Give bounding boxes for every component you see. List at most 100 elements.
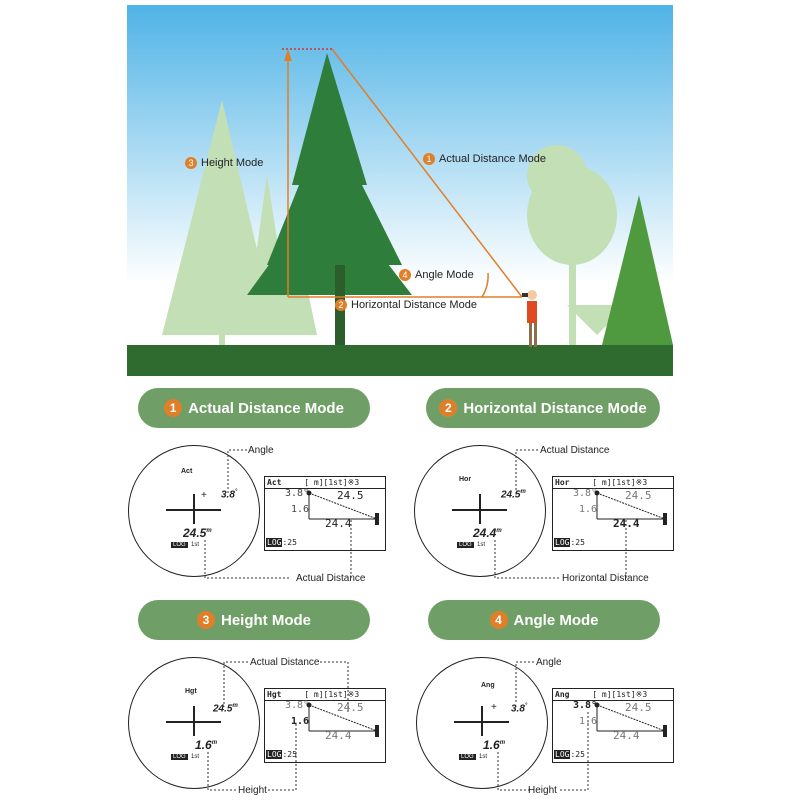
mode-pill-height: 3 Height Mode <box>138 600 370 640</box>
callout-lines <box>204 449 352 579</box>
scope-view: Hgt 24.5m 1.6m LOG 1st <box>128 657 260 789</box>
rangefinder-scene: 1 Actual Distance Mode 2 Horizontal Dist… <box>127 5 673 376</box>
lcd-screen: Act [ m][1st]※3 3.8° 24.5 1.6 24.4 LOG:2… <box>264 476 386 551</box>
pill-title: Angle Mode <box>513 611 599 629</box>
scope-count: 1st <box>479 754 488 760</box>
lcd-header: Hor [ m][1st]※3 <box>553 477 673 489</box>
scope-bottom-reading: 24.4m <box>473 526 502 540</box>
scene-illustration <box>127 5 673 376</box>
scope-count: 1st <box>477 542 486 548</box>
mode-pill-angle: 4 Angle Mode <box>428 600 660 640</box>
scope-bottom-reading: 1.6m <box>483 738 506 752</box>
pill-number-badge: 1 <box>164 399 183 417</box>
pill-title: Actual Distance Mode <box>188 399 344 417</box>
lcd-slant: 24.5 <box>337 489 364 502</box>
callout-bottom: Actual Distance <box>296 573 366 584</box>
label-text: Horizontal Distance Mode <box>351 299 477 311</box>
lcd-header: Hgt [ m][1st]※3 <box>265 689 385 701</box>
lcd-slant: 24.5 <box>337 701 364 714</box>
lcd-log: LOG:25 <box>554 538 585 547</box>
lcd-height: 1.6 <box>291 716 310 727</box>
mode-pill-horizontal: 2 Horizontal Distance Mode <box>426 388 660 428</box>
scope-view: Act + 3.8° 24.5m LOG 1st <box>128 445 260 577</box>
lcd-log: LOG:25 <box>554 750 585 759</box>
callout-bottom: Height <box>238 785 267 796</box>
scene-label-height: 3 Height Mode <box>185 157 263 169</box>
scene-label-horizontal: 2 Horizontal Distance Mode <box>335 299 477 311</box>
lcd-header: Ang [ m][1st]※3 <box>553 689 673 701</box>
crosshair-v <box>193 706 195 736</box>
scope-log-badge: LOG <box>171 542 188 548</box>
callout-top: Angle <box>248 445 274 456</box>
lcd-height: 1.6 <box>579 504 598 515</box>
lcd-screen: Hgt [ m][1st]※3 3.8° 24.5 1.6 24.4 LOG:2… <box>264 688 386 763</box>
scope-bottom-reading: 1.6m <box>195 738 218 752</box>
lcd-angle: 3.8° <box>573 488 598 499</box>
scope-mode: Hor <box>459 476 472 483</box>
callout-lines <box>494 449 627 579</box>
scope-mode: Act <box>181 468 193 475</box>
lcd-horizontal: 24.4 <box>325 729 352 742</box>
scope-log-badge: LOG <box>457 542 474 548</box>
label-number-badge: 4 <box>399 269 411 281</box>
pill-number-badge: 2 <box>439 399 458 417</box>
hiker-figure <box>522 290 537 347</box>
scope-top-reading: 24.5m <box>213 703 238 715</box>
scope-count: 1st <box>191 754 200 760</box>
lcd-header: Act [ m][1st]※3 <box>265 477 385 489</box>
lcd-angle: 3.8° <box>285 488 310 499</box>
pill-number-badge: 4 <box>489 611 508 629</box>
scope-log-badge: LOG <box>459 754 476 760</box>
lcd-slant: 24.5 <box>625 489 652 502</box>
label-number-badge: 2 <box>335 299 347 311</box>
scope-log-badge: LOG <box>171 754 188 760</box>
label-text: Actual Distance Mode <box>439 153 546 165</box>
callout-top: Actual Distance <box>250 657 320 668</box>
scope-plus: + <box>201 490 207 501</box>
pill-title: Horizontal Distance Mode <box>463 399 647 417</box>
lcd-log: LOG:25 <box>266 750 297 759</box>
pill-title: Height Mode <box>221 611 311 629</box>
callout-bottom: Horizontal Distance <box>562 573 649 584</box>
lcd-log: LOG:25 <box>266 538 297 547</box>
scope-mode: Ang <box>481 682 495 689</box>
crosshair-v <box>193 494 195 524</box>
label-text: Height Mode <box>201 157 264 169</box>
scope-mode: Hgt <box>185 688 197 695</box>
label-number-badge: 1 <box>423 153 435 165</box>
label-text: Angle Mode <box>415 269 474 281</box>
lcd-triangle <box>306 490 379 525</box>
scene-label-angle: 4 Angle Mode <box>399 269 474 281</box>
scope-top-reading: 3.8° <box>511 703 528 715</box>
label-number-badge: 3 <box>185 157 197 169</box>
right-tree <box>602 195 673 350</box>
scope-count: 1st <box>191 542 200 548</box>
scope-top-reading: 3.8° <box>221 489 238 501</box>
lcd-triangle <box>306 702 379 737</box>
callout-top: Angle <box>536 657 562 668</box>
callout-top: Actual Distance <box>540 445 610 456</box>
scope-view: Ang + 3.8° 1.6m LOG 1st <box>416 657 548 789</box>
scope-top-reading: 24.5m <box>501 489 526 501</box>
callout-lines <box>207 661 349 791</box>
lcd-angle: 3.8° <box>285 700 310 711</box>
lcd-height: 1.6 <box>291 504 310 515</box>
mode-pill-actual: 1 Actual Distance Mode <box>138 388 370 428</box>
lcd-horizontal: 24.4 <box>613 729 640 742</box>
lcd-triangle <box>594 702 667 737</box>
crosshair-v <box>481 706 483 736</box>
scope-view: Hor 24.5m 24.4m LOG 1st <box>414 445 546 577</box>
lcd-slant: 24.5 <box>625 701 652 714</box>
lcd-horizontal: 24.4 <box>613 517 640 530</box>
scope-plus: + <box>491 702 497 713</box>
crosshair-v <box>479 494 481 524</box>
scope-bottom-reading: 24.5m <box>183 526 212 540</box>
measurement-lines <box>282 48 523 298</box>
callout-bottom: Height <box>528 785 557 796</box>
callout-lines <box>497 661 589 791</box>
lcd-screen: Hor [ m][1st]※3 3.8° 24.5 1.6 24.4 LOG:2… <box>552 476 674 551</box>
scene-label-actual: 1 Actual Distance Mode <box>423 153 546 165</box>
lcd-horizontal: 24.4 <box>325 517 352 530</box>
pill-number-badge: 3 <box>197 611 215 629</box>
lcd-angle: 3.8° <box>573 700 598 711</box>
